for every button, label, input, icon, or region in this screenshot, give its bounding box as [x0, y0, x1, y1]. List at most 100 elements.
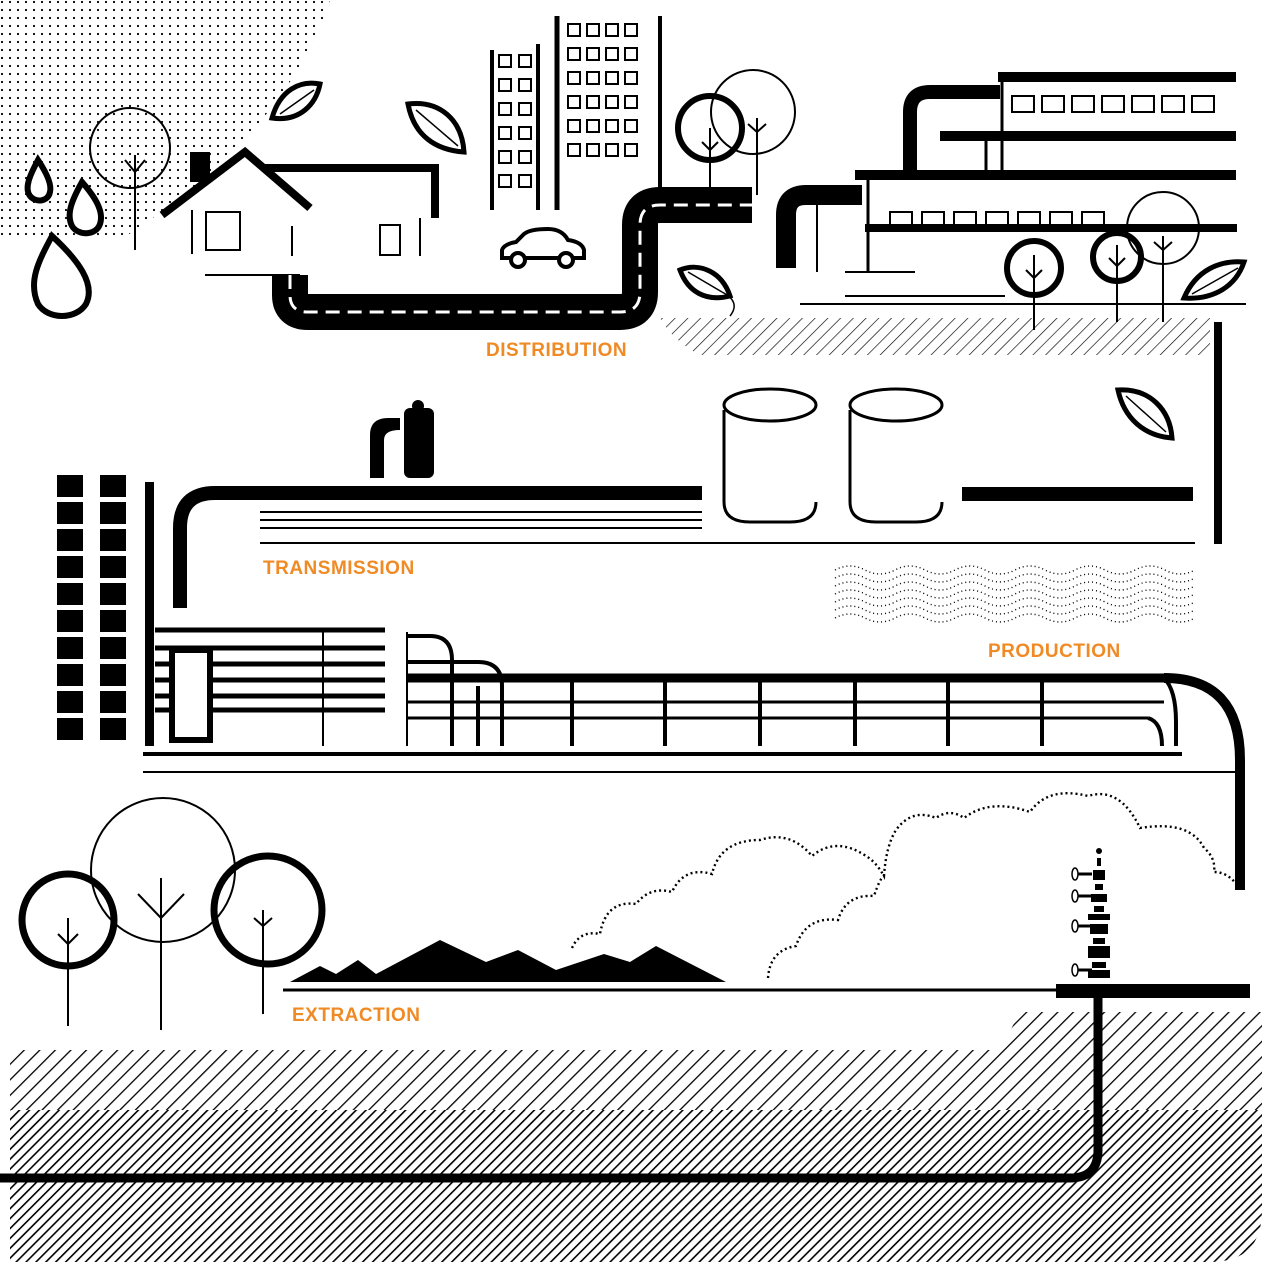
window [1102, 96, 1124, 112]
window [519, 55, 531, 67]
brick [100, 664, 126, 686]
wave-line [835, 582, 1195, 590]
pipe-segment [962, 487, 1193, 501]
window [625, 72, 637, 84]
window [519, 127, 531, 139]
window [519, 103, 531, 115]
pipeline-lines [260, 512, 1195, 543]
stage-label-extraction: EXTRACTION [292, 1005, 421, 1027]
brick [100, 556, 126, 578]
window [986, 212, 1008, 226]
apartment-building-icon [492, 16, 660, 210]
window [625, 24, 637, 36]
storage-tank-icon [724, 389, 942, 522]
window [606, 48, 618, 60]
hatched-ground-strip [660, 318, 1210, 355]
window [499, 127, 511, 139]
window [606, 144, 618, 156]
brick-stack-icon [57, 475, 126, 740]
window [499, 103, 511, 115]
window [606, 24, 618, 36]
extraction-scene [0, 793, 1262, 1262]
brick [100, 637, 126, 659]
window [568, 72, 580, 84]
window [606, 120, 618, 132]
brick [100, 502, 126, 524]
vertical-pipe [1214, 322, 1222, 544]
window [587, 144, 599, 156]
window [625, 48, 637, 60]
window [499, 151, 511, 163]
window [1072, 96, 1094, 112]
window [519, 151, 531, 163]
window [587, 120, 599, 132]
valve-wheel-icon [1072, 868, 1078, 976]
window [890, 212, 912, 226]
vent-stack-icon [370, 400, 434, 478]
brick [100, 718, 126, 740]
window [625, 144, 637, 156]
stage-label-production: PRODUCTION [988, 641, 1121, 663]
underground-rock-layer-deep [10, 1110, 1262, 1262]
window [954, 212, 976, 226]
window [1132, 96, 1154, 112]
factory-building-icon [786, 72, 1246, 304]
brick [100, 610, 126, 632]
tree-icon [22, 798, 322, 1030]
wave-line [835, 598, 1195, 606]
window [568, 144, 580, 156]
brick [100, 583, 126, 605]
window [1082, 212, 1104, 226]
window [1012, 96, 1034, 112]
stage-label-distribution: DISTRIBUTION [486, 340, 627, 362]
dotted-cloud [572, 793, 1240, 948]
production-scene [57, 322, 1240, 890]
window [568, 24, 580, 36]
brick [57, 475, 83, 497]
window [1018, 212, 1040, 226]
brick [57, 718, 83, 740]
wave-line [835, 574, 1195, 582]
wave-line [835, 614, 1195, 622]
mountain-range [290, 940, 726, 982]
window [568, 96, 580, 108]
brick [57, 556, 83, 578]
window [625, 96, 637, 108]
brick [57, 664, 83, 686]
window [587, 72, 599, 84]
brick [57, 637, 83, 659]
window [1192, 96, 1214, 112]
window [568, 120, 580, 132]
window [606, 72, 618, 84]
window [519, 175, 531, 187]
brick [57, 583, 83, 605]
wave-line [835, 606, 1195, 614]
window [499, 79, 511, 91]
underground-rock-layer [10, 1012, 1262, 1110]
window [499, 175, 511, 187]
dotted-cloud [768, 876, 884, 978]
dotted-water-waves [835, 566, 1195, 622]
window [1162, 96, 1184, 112]
window [519, 79, 531, 91]
wave-line [835, 590, 1195, 598]
tree-icon [678, 70, 795, 195]
house-icon [162, 152, 435, 275]
wave-line [835, 566, 1195, 574]
brick [57, 610, 83, 632]
wellhead-platform [1056, 984, 1250, 998]
wellhead-valve-icon [1078, 848, 1110, 978]
window [1050, 212, 1072, 226]
brick [100, 475, 126, 497]
brick [57, 529, 83, 551]
brick [100, 529, 126, 551]
window [587, 24, 599, 36]
window [922, 212, 944, 226]
window [568, 48, 580, 60]
brick [57, 691, 83, 713]
window [587, 48, 599, 60]
distribution-scene [0, 0, 1246, 438]
window [606, 96, 618, 108]
window [1042, 96, 1064, 112]
